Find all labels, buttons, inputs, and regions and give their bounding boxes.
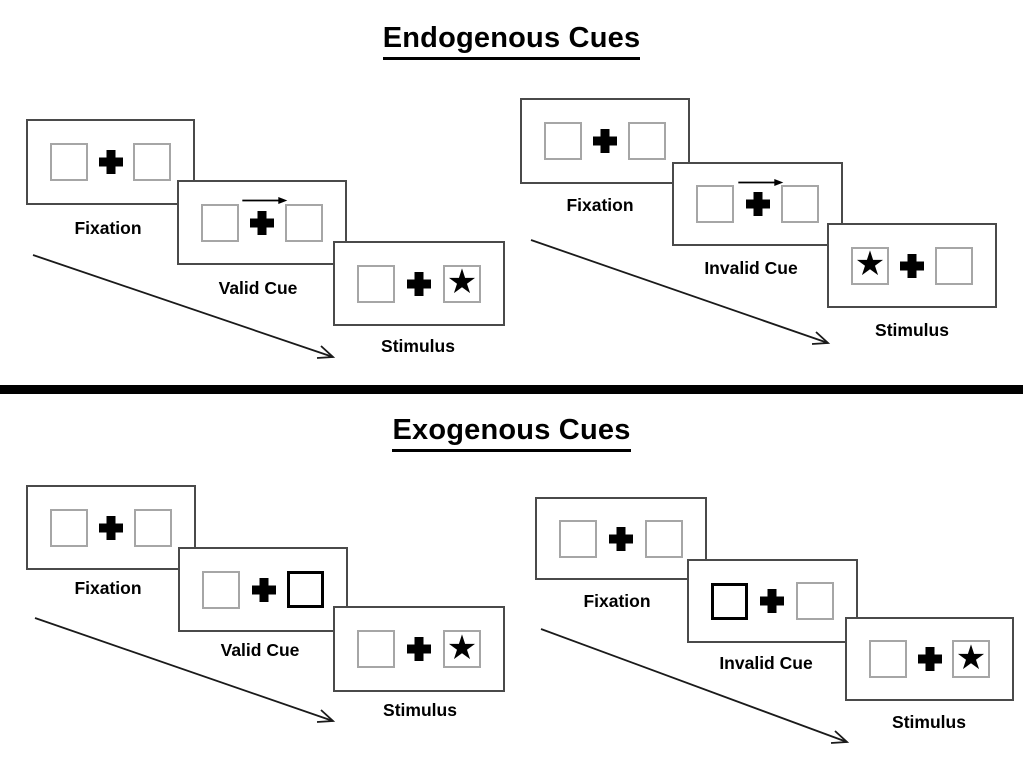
fixation-cross-icon <box>407 637 431 661</box>
fixation-cross-icon <box>250 211 274 235</box>
right-box-highlighted <box>287 571 324 608</box>
endo-invalid-cue-card <box>672 162 843 246</box>
stimulus-label: Stimulus <box>383 700 457 720</box>
fixation-cross-icon <box>252 578 276 602</box>
fixation-cross-icon <box>99 150 123 174</box>
sequence-arrow-icon <box>540 628 850 744</box>
left-box <box>50 143 88 181</box>
left-box <box>559 519 597 558</box>
section-divider <box>0 385 1023 394</box>
fixation-label: Fixation <box>566 195 634 215</box>
endogenous-section-title: Endogenous Cues <box>0 22 1023 60</box>
right-box: ★ <box>443 630 481 668</box>
star-icon: ★ <box>955 637 987 678</box>
right-box <box>628 122 666 160</box>
endo-valid-stimulus-card: ★ <box>333 241 505 326</box>
left-box-highlighted <box>711 582 748 620</box>
left-box <box>202 570 240 609</box>
right-box: ★ <box>443 262 481 303</box>
fixation-cross-icon <box>746 192 770 216</box>
fixation-cross-icon <box>760 589 784 613</box>
left-box <box>357 264 395 303</box>
exo-valid-cue-card <box>178 547 348 632</box>
star-icon: ★ <box>446 262 478 302</box>
exo-invalid-fixation-card <box>535 497 707 580</box>
right-box <box>285 203 323 242</box>
right-box <box>645 519 683 558</box>
left-box <box>357 630 395 668</box>
sequence-arrow-icon <box>32 254 336 359</box>
exo-valid-stimulus-card: ★ <box>333 606 505 692</box>
exogenous-section-title: Exogenous Cues <box>0 414 1023 452</box>
left-box <box>201 203 239 242</box>
fixation-cross-icon <box>900 254 924 278</box>
star-icon: ★ <box>446 627 478 668</box>
fixation-label: Fixation <box>74 578 142 598</box>
endo-invalid-stimulus-card: ★ <box>827 223 997 308</box>
left-box <box>696 185 734 223</box>
fixation-cross-icon <box>407 272 431 296</box>
right-box <box>134 508 172 547</box>
invalid-cue-label: Invalid Cue <box>719 653 813 673</box>
stimulus-label: Stimulus <box>892 712 966 732</box>
right-box: ★ <box>952 640 990 678</box>
fixation-cross-icon <box>918 647 942 671</box>
star-icon: ★ <box>854 244 886 284</box>
right-box <box>796 582 834 620</box>
sequence-arrow-icon <box>34 617 336 723</box>
right-box <box>781 185 819 223</box>
left-box: ★ <box>851 244 889 285</box>
right-box <box>133 143 171 181</box>
endo-invalid-fixation-card <box>520 98 690 184</box>
valid-cue-label: Valid Cue <box>220 640 300 660</box>
endo-valid-cue-card <box>177 180 347 265</box>
left-box <box>50 508 88 547</box>
exo-invalid-stimulus-card: ★ <box>845 617 1014 701</box>
stimulus-label: Stimulus <box>875 320 949 340</box>
endo-valid-fixation-card <box>26 119 195 205</box>
sequence-arrow-icon <box>530 239 831 345</box>
fixation-cross-icon <box>99 516 123 540</box>
left-box <box>544 122 582 160</box>
fixation-cross-icon <box>593 129 617 153</box>
right-box <box>935 246 973 285</box>
fixation-cross-icon <box>609 527 633 551</box>
fixation-label: Fixation <box>74 218 142 238</box>
valid-cue-label: Valid Cue <box>218 278 298 298</box>
cue-arrow-right-icon <box>242 197 288 204</box>
exo-valid-fixation-card <box>26 485 196 570</box>
exo-invalid-cue-card <box>687 559 858 643</box>
endogenous-title-text: Endogenous Cues <box>382 22 641 60</box>
invalid-cue-label: Invalid Cue <box>704 258 798 278</box>
cue-arrow-right-icon <box>737 179 783 186</box>
exogenous-title-text: Exogenous Cues <box>392 414 631 452</box>
fixation-label: Fixation <box>583 591 651 611</box>
left-box <box>869 640 907 678</box>
stimulus-label: Stimulus <box>381 336 455 356</box>
